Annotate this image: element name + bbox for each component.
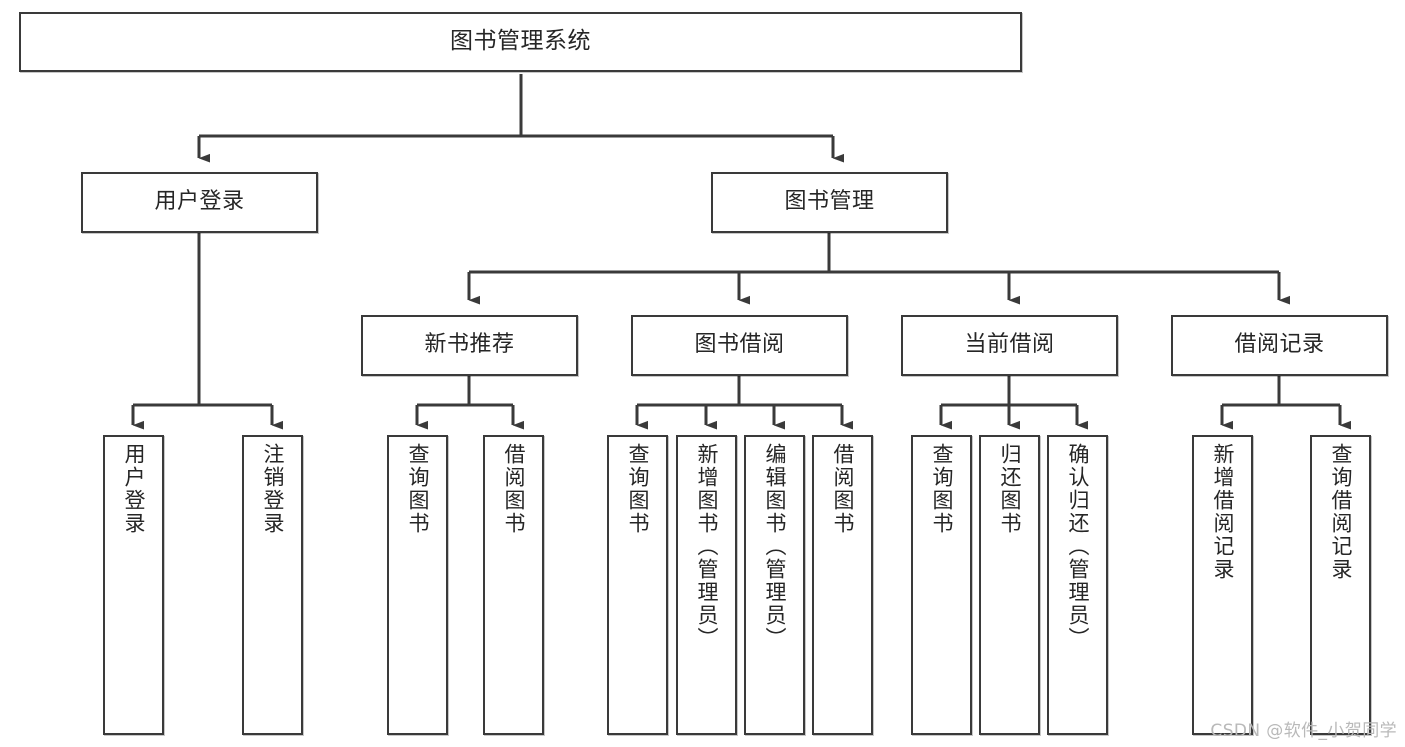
node-user-login[interactable]: 用户登录 xyxy=(81,172,318,233)
node-label: 查询图书 xyxy=(930,443,954,535)
node-book-management[interactable]: 图书管理 xyxy=(711,172,948,233)
node-book-borrow[interactable]: 图书借阅 xyxy=(631,315,848,376)
node-label: 图书管理系统 xyxy=(450,28,591,55)
node-label: 查询图书 xyxy=(626,443,650,535)
node-label: 借阅图书 xyxy=(831,443,855,535)
node-label: 用户登录 xyxy=(122,443,146,535)
node-leaf-query-book-new[interactable]: 查询图书 xyxy=(387,435,448,735)
node-root-library-system[interactable]: 图书管理系统 xyxy=(19,12,1022,72)
node-leaf-query-borrow-record[interactable]: 查询借阅记录 xyxy=(1310,435,1371,735)
node-label: 新增图书（管理员） xyxy=(695,443,719,650)
node-current-borrow[interactable]: 当前借阅 xyxy=(901,315,1118,376)
watermark-text: CSDN @软件_小贺同学 xyxy=(1210,721,1397,741)
node-leaf-query-book-current[interactable]: 查询图书 xyxy=(911,435,972,735)
node-label: 图书借阅 xyxy=(694,332,785,358)
node-label: 用户登录 xyxy=(154,189,245,215)
node-label: 归还图书 xyxy=(998,443,1022,535)
node-borrow-record[interactable]: 借阅记录 xyxy=(1171,315,1388,376)
node-leaf-add-book-admin[interactable]: 新增图书（管理员） xyxy=(676,435,737,735)
node-leaf-confirm-return-admin[interactable]: 确认归还（管理员） xyxy=(1047,435,1108,735)
node-label: 注销登录 xyxy=(261,443,285,535)
node-label: 借阅记录 xyxy=(1234,332,1325,358)
node-label: 当前借阅 xyxy=(964,332,1055,358)
node-leaf-query-book[interactable]: 查询图书 xyxy=(607,435,668,735)
node-label: 新书推荐 xyxy=(424,332,515,358)
node-label: 查询图书 xyxy=(406,443,430,535)
node-leaf-user-login[interactable]: 用户登录 xyxy=(103,435,164,735)
node-leaf-return-book[interactable]: 归还图书 xyxy=(979,435,1040,735)
node-leaf-logout[interactable]: 注销登录 xyxy=(242,435,303,735)
node-leaf-borrow-book[interactable]: 借阅图书 xyxy=(812,435,873,735)
node-label: 图书管理 xyxy=(784,189,875,215)
node-new-book-recommend[interactable]: 新书推荐 xyxy=(361,315,578,376)
node-label: 查询借阅记录 xyxy=(1329,443,1353,581)
node-label: 确认归还（管理员） xyxy=(1066,443,1090,650)
node-label: 借阅图书 xyxy=(502,443,526,535)
node-leaf-add-borrow-record[interactable]: 新增借阅记录 xyxy=(1192,435,1253,735)
node-label: 编辑图书（管理员） xyxy=(763,443,787,650)
node-label: 新增借阅记录 xyxy=(1211,443,1235,581)
node-leaf-borrow-book-new[interactable]: 借阅图书 xyxy=(483,435,544,735)
node-leaf-edit-book-admin[interactable]: 编辑图书（管理员） xyxy=(744,435,805,735)
